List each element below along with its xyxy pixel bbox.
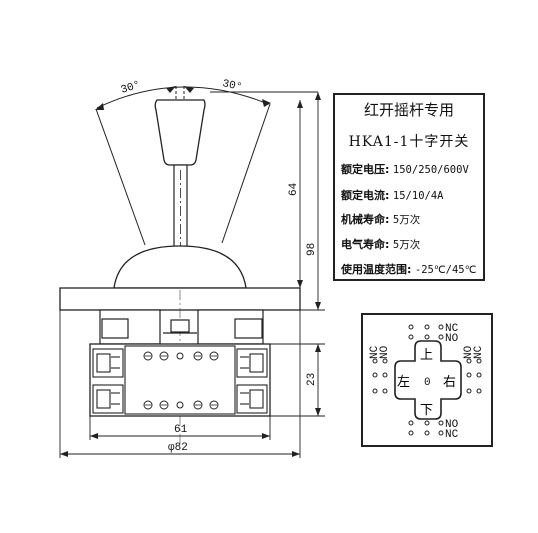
spec-row-mech-life: 机械寿命: 5万次 bbox=[341, 211, 420, 227]
spec-title: 红开摇杆专用 bbox=[363, 101, 454, 119]
dim-handle-height: 64 bbox=[288, 182, 300, 196]
position-center: 0 bbox=[424, 377, 431, 389]
dimension-lines bbox=[59, 91, 325, 458]
left-nc-label: NC bbox=[369, 345, 381, 359]
right-nc-label: NC bbox=[473, 345, 485, 359]
switch-position-diagram: 上 下 左 右 0 NC NO NO NC NC NO NO NC bbox=[361, 313, 493, 447]
switch-position-svg: 上 下 左 右 0 NC NO NO NC NC NO NO NC bbox=[369, 323, 485, 441]
spec-row-value: 5万次 bbox=[392, 214, 421, 226]
arrow-center-right bbox=[184, 86, 194, 93]
bottom-no-label: NO bbox=[445, 419, 459, 431]
angle-right-label: 30° bbox=[221, 78, 243, 94]
spec-row-label: 电气寿命: bbox=[341, 238, 390, 251]
spec-row-value: 15/10/4A bbox=[392, 190, 444, 202]
spec-row-current: 额定电流: 15/10/4A bbox=[341, 187, 443, 203]
right-no-label: NO bbox=[463, 345, 475, 359]
bottom-nc-label: NC bbox=[445, 429, 459, 441]
spec-row-label: 额定电流: bbox=[341, 189, 390, 202]
top-no-label: NO bbox=[445, 333, 459, 345]
dim-total-height: 98 bbox=[306, 243, 318, 256]
spec-box: 红开摇杆专用 HKA1-1十字开关 额定电压: 150/250/600V 额定电… bbox=[333, 93, 485, 281]
spec-row-value: 150/250/600V bbox=[392, 164, 469, 176]
spec-row-temperature: 使用温度范围: -25℃/45℃ bbox=[341, 261, 476, 277]
arrow-right bbox=[262, 99, 271, 107]
dome-cover bbox=[113, 245, 247, 289]
swing-angle-indicator bbox=[95, 86, 271, 246]
lever-knob bbox=[154, 99, 206, 166]
spec-row-label: 使用温度范围: bbox=[341, 263, 412, 276]
dim-body-width: 61 bbox=[174, 424, 188, 436]
upper-mechanism bbox=[99, 309, 264, 345]
spec-row-label: 机械寿命: bbox=[341, 213, 390, 226]
position-left: 左 bbox=[397, 375, 410, 390]
spec-row-value: -25℃/45℃ bbox=[414, 264, 477, 276]
position-down: 下 bbox=[420, 403, 433, 418]
arrow-left bbox=[95, 103, 104, 110]
spec-row-voltage: 额定电压: 150/250/600V bbox=[341, 161, 469, 177]
dim-base-diameter: φ82 bbox=[168, 442, 188, 454]
position-right: 右 bbox=[443, 375, 456, 390]
spec-row-elec-life: 电气寿命: 5万次 bbox=[341, 236, 420, 252]
arrow-center-left bbox=[166, 86, 176, 93]
spec-row-value: 5万次 bbox=[392, 239, 421, 251]
spec-model: HKA1-1十字开关 bbox=[348, 134, 470, 150]
dim-body-height: 23 bbox=[306, 373, 318, 386]
terminal-screws bbox=[143, 351, 219, 410]
spec-row-label: 额定电压: bbox=[341, 163, 390, 176]
cross-gate-outline bbox=[394, 340, 462, 420]
angle-left-label: 30° bbox=[120, 79, 143, 97]
position-up: 上 bbox=[420, 348, 433, 363]
top-nc-label: NC bbox=[445, 323, 459, 335]
left-no-label: NO bbox=[379, 345, 391, 359]
